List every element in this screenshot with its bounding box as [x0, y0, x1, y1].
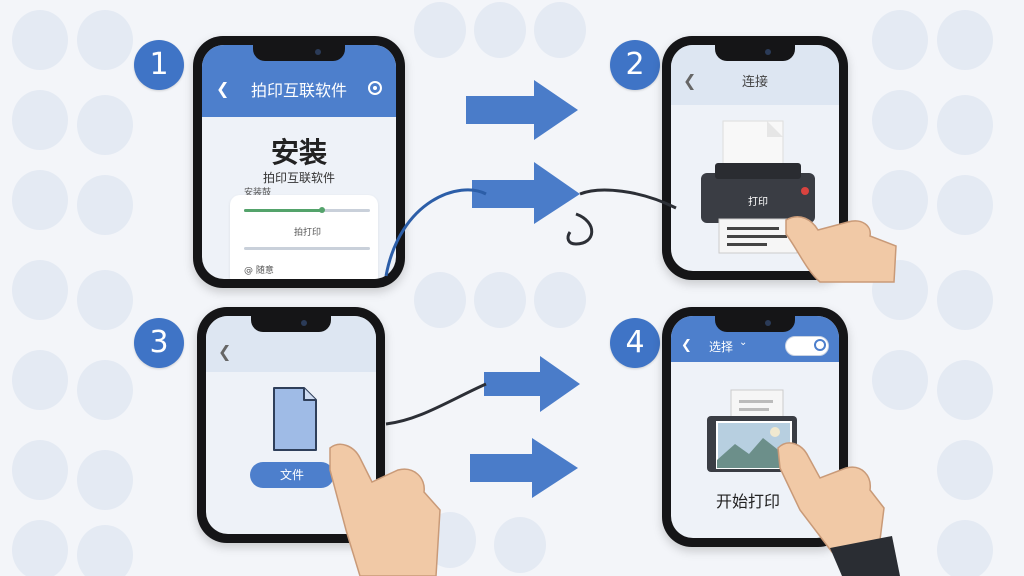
- hand-pointer-icon: [329, 443, 441, 576]
- connector-line: [384, 188, 487, 277]
- printer-icon: 打印: [701, 120, 815, 254]
- connector-curl: [566, 212, 594, 246]
- progress-bar[interactable]: [244, 209, 322, 212]
- step-2-badge: 2: [610, 40, 660, 90]
- phone-notch: [253, 45, 345, 61]
- hand-pointer-icon: [777, 442, 900, 576]
- toggle-icon[interactable]: [785, 336, 829, 356]
- progress-dot: [319, 207, 325, 213]
- install-heading: 安装: [270, 136, 327, 169]
- step-4-title: 选择: [709, 340, 734, 354]
- connector-line: [385, 382, 487, 426]
- phone-notch: [715, 316, 795, 332]
- chevron-left-icon[interactable]: ❮: [683, 71, 697, 90]
- document-icon: [273, 387, 317, 451]
- file-button[interactable]: 文件: [250, 462, 334, 488]
- step-1-screen: ❮ 拍印互联软件 安装 拍印互联软件 安装鼓 拍打印 @ 随意: [202, 45, 396, 279]
- settings-icon[interactable]: [366, 79, 384, 97]
- step-3-screen: ❮ 文件: [206, 316, 376, 534]
- hand-pointer-icon: [785, 216, 897, 283]
- step-1-phone: ❮ 拍印互联软件 安装 拍印互联软件 安装鼓 拍打印 @ 随意: [193, 36, 405, 288]
- chevron-left-icon[interactable]: ❮: [216, 79, 230, 98]
- toggle-knob: [814, 339, 826, 351]
- app-name-label: 拍印互联软件: [262, 171, 335, 185]
- step-3-badge: 3: [134, 318, 184, 368]
- chevron-left-icon[interactable]: ❮: [681, 338, 692, 353]
- arrow-right-icon: [472, 162, 580, 224]
- step-2-title: 连接: [741, 75, 768, 90]
- install-row-label: 安装鼓: [244, 188, 272, 198]
- print-row-label: 拍打印: [294, 228, 322, 238]
- connector-line: [579, 188, 677, 210]
- chevron-left-icon[interactable]: ❮: [218, 342, 232, 361]
- printer-label: 打印: [748, 195, 768, 208]
- step-4-header: ❮ 选择 ⌄: [671, 316, 839, 362]
- step-4-badge: 4: [610, 318, 660, 368]
- arrow-right-icon: [466, 80, 578, 140]
- phone-notch: [251, 316, 331, 332]
- install-card: 拍打印 @ 随意: [230, 195, 378, 279]
- chevron-down-icon[interactable]: ⌄: [739, 337, 748, 348]
- step-1-title: 拍印互联软件: [250, 81, 347, 100]
- step-1-header: ❮ 拍印互联软件: [202, 45, 396, 117]
- phone-notch: [715, 45, 795, 61]
- divider-line: [244, 247, 370, 250]
- arrow-right-icon: [484, 356, 580, 412]
- arrow-right-icon: [470, 438, 578, 498]
- start-print-caption: 开始打印: [715, 492, 780, 511]
- footer-row-label: @ 随意: [244, 266, 274, 276]
- step-1-badge: 1: [134, 40, 184, 90]
- step-4-screen: ❮ 选择 ⌄ 开始打印: [671, 316, 839, 538]
